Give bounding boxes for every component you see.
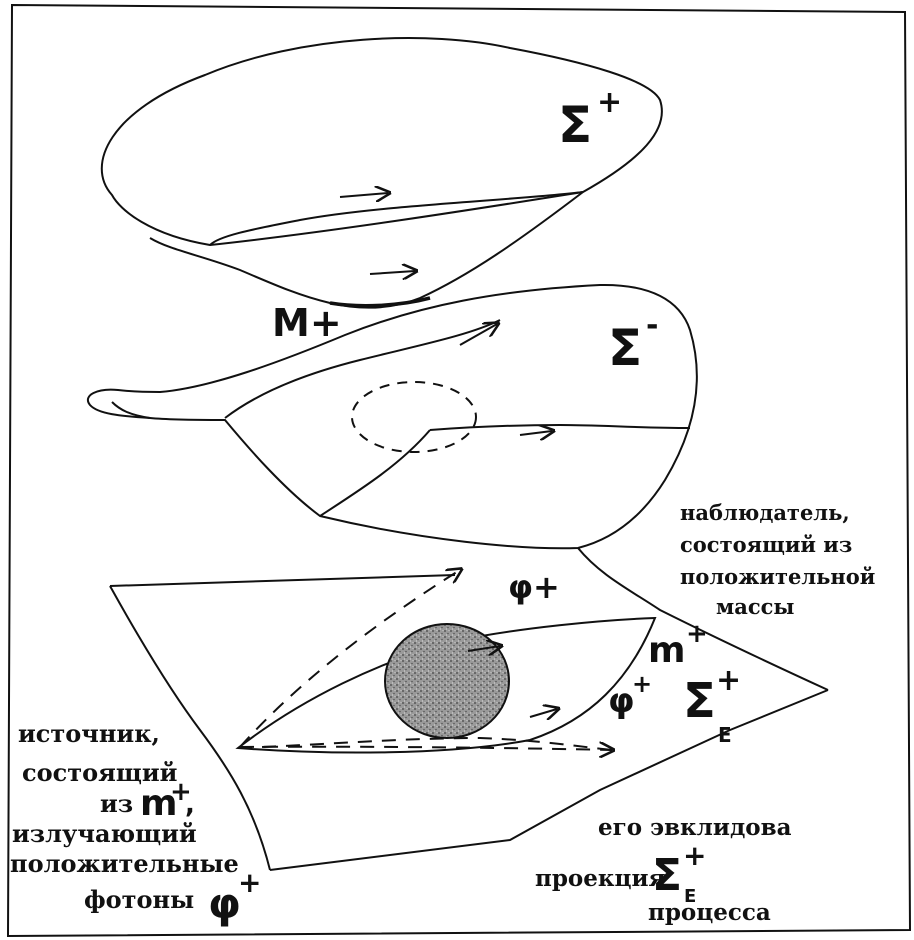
observer-line-1: наблюдатель, bbox=[680, 500, 850, 525]
label-sigma-e-plus: Σ + E bbox=[683, 663, 741, 747]
m-plus-lower-base: m bbox=[648, 630, 686, 671]
sigma-e-sup: + bbox=[716, 663, 741, 698]
projection-sigma-symbol: Σ bbox=[652, 850, 682, 901]
m-plus-lower-sup: + bbox=[686, 619, 708, 649]
sigma-e-base: Σ bbox=[683, 673, 716, 729]
source-phi-sup: + bbox=[238, 866, 261, 899]
projection-caption: его эвклидова проекция Σ + E процесса bbox=[535, 814, 792, 926]
source-line-1: источник, bbox=[18, 719, 160, 748]
dashed-region bbox=[352, 382, 476, 452]
source-caption: источник, состоящий из m + , излучающий … bbox=[10, 719, 261, 928]
source-line-3-prefix: из bbox=[100, 789, 133, 818]
observer-line-3: положительной bbox=[680, 564, 875, 589]
source-line-4: излучающий bbox=[12, 819, 197, 848]
observer-caption: наблюдатель, состоящий из положительной … bbox=[680, 500, 875, 619]
phi-plus-lower-sup: + bbox=[632, 670, 652, 698]
source-line-6-prefix: фотоны bbox=[84, 885, 194, 914]
source-m-comma: , bbox=[185, 790, 195, 820]
observer-line-2: состоящий из bbox=[680, 532, 852, 557]
label-m-plus-upper: M+ bbox=[272, 301, 342, 345]
label-sigma-plus: Σ + bbox=[558, 85, 622, 154]
sigma-minus-base: Σ bbox=[608, 319, 642, 377]
projection-line-1: его эвклидова bbox=[598, 814, 792, 841]
projection-sigma-sup: + bbox=[683, 839, 706, 872]
source-mass-disk bbox=[385, 624, 509, 738]
surface-sigma-plus bbox=[102, 38, 662, 308]
sigma-plus-sup: + bbox=[597, 85, 622, 120]
surface-sigma-minus bbox=[88, 285, 697, 548]
label-sigma-minus: Σ - bbox=[608, 308, 658, 377]
label-phi-plus-lower: φ + bbox=[608, 670, 652, 721]
sigma-plus-base: Σ bbox=[558, 96, 592, 154]
source-line-5: положительные bbox=[10, 849, 239, 878]
projection-line-3: процесса bbox=[648, 899, 771, 926]
phi-plus-lower-base: φ bbox=[608, 681, 635, 721]
label-phi-plus-top: φ+ bbox=[508, 568, 560, 606]
label-m-plus-lower: m + bbox=[648, 619, 708, 671]
observer-line-4: массы bbox=[716, 594, 794, 619]
sigma-e-sub: E bbox=[718, 723, 732, 747]
sigma-minus-sup: - bbox=[646, 308, 658, 343]
source-phi-symbol: φ bbox=[208, 879, 241, 928]
projection-line-2-prefix: проекция bbox=[535, 865, 666, 892]
